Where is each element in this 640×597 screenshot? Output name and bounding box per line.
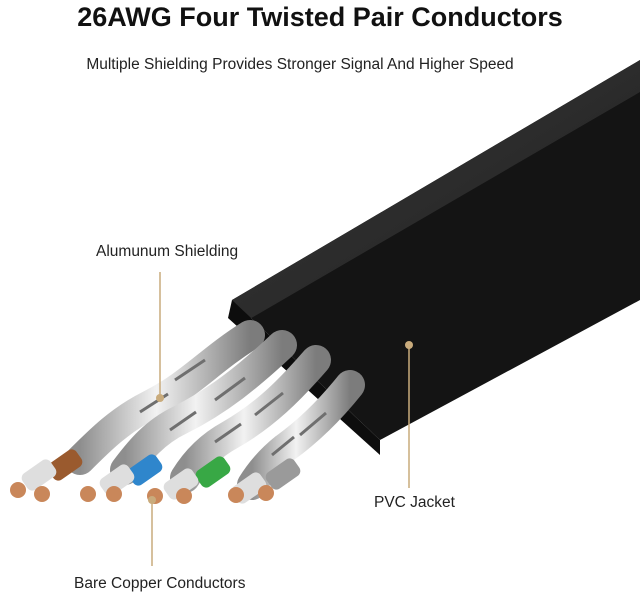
copper-pointer [148,496,156,566]
twisted-pair-4 [228,370,365,504]
shielding-pointer [156,272,164,402]
copper-label: Bare Copper Conductors [74,575,246,592]
twisted-pair-2 [80,330,297,502]
twisted-pair-3 [147,345,331,504]
shielding-label: Alumunum Shielding [96,243,239,260]
twisted-pair-1 [10,320,265,502]
twisted-pairs [10,320,365,504]
jacket-pointer [405,341,413,488]
page-subtitle: Multiple Shielding Provides Stronger Sig… [86,56,514,73]
jacket-label: PVC Jacket [374,494,455,511]
page-title: 26AWG Four Twisted Pair Conductors [77,2,563,32]
